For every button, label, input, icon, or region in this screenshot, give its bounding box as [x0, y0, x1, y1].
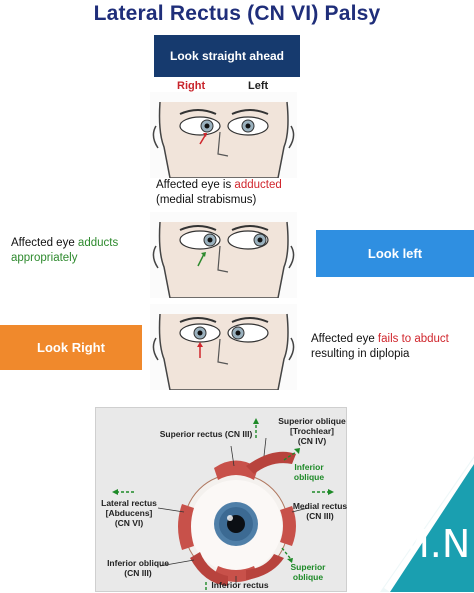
label-inferior-oblique-action-line2: oblique: [293, 472, 325, 482]
watermark-logo: [380, 456, 474, 592]
label-inferior-oblique-line2: (CN III): [124, 568, 152, 578]
caption-1-emph: adducted: [234, 179, 282, 191]
label-lateral-rectus-line1: Lateral rectus: [101, 498, 157, 508]
label-inferior-oblique-action: Inferior oblique: [286, 462, 332, 482]
label-superior-oblique-action-line2: oblique: [292, 572, 324, 582]
label-superior-rectus: Superior rectus (CN III): [159, 429, 253, 439]
right-eye-label: Right: [177, 80, 206, 92]
look-right-box: Look Right: [0, 325, 142, 370]
label-medial-rectus: Medial rectus (CN III): [292, 501, 348, 521]
caption-3-line2: resulting in diplopia: [311, 348, 410, 360]
look-left-box: Look left: [316, 230, 474, 277]
label-inferior-rectus: Inferior rectus: [211, 580, 269, 590]
caption-look-left: Affected eye adducts appropriately: [11, 236, 118, 266]
caption-2-emph: adducts: [77, 237, 119, 249]
caption-1-prefix: Affected eye is: [156, 179, 235, 191]
label-inferior-oblique-line1: Inferior oblique: [107, 558, 169, 568]
label-medial-rectus-line2: (CN III): [306, 511, 334, 521]
label-superior-oblique-nerve: Superior oblique [Trochlear] (CN IV): [276, 416, 348, 446]
extraocular-muscle-diagram: Superior rectus (CN III) Superior obliqu…: [95, 407, 347, 592]
label-lateral-rectus-line2: [Abducens]: [105, 508, 153, 518]
caption-3-emph: fails to abduct: [377, 333, 449, 345]
label-lateral-rectus-line3: (CN VI): [114, 518, 144, 528]
caption-1-line2: (medial strabismus): [156, 194, 257, 206]
label-inferior-oblique: Inferior oblique (CN III): [102, 558, 174, 578]
face-look-right: [150, 304, 297, 390]
face-straight-ahead: [150, 92, 297, 178]
watermark-text: M.N: [397, 522, 471, 566]
face-look-left: [150, 212, 297, 298]
page-title: Lateral Rectus (CN VI) Palsy: [93, 2, 381, 25]
look-straight-ahead-banner: Look straight ahead: [154, 35, 300, 77]
label-superior-oblique-action-line1: Superior: [290, 562, 326, 572]
label-lateral-rectus: Lateral rectus [Abducens] (CN VI): [98, 498, 160, 528]
caption-2-prefix: Affected eye: [11, 237, 78, 249]
caption-straight-ahead: Affected eye is adducted (medial strabis…: [156, 178, 282, 208]
left-eye-label: Left: [248, 80, 269, 92]
caption-2-line2: appropriately: [11, 252, 78, 264]
label-superior-oblique-line3: (CN IV): [297, 436, 327, 446]
label-medial-rectus-line1: Medial rectus: [292, 501, 348, 511]
label-inferior-oblique-action-line1: Inferior: [294, 462, 324, 472]
label-superior-oblique-action: Superior oblique: [282, 562, 334, 582]
label-superior-oblique-line1: Superior oblique: [278, 416, 346, 426]
eyeball-illustration: [112, 418, 334, 592]
label-superior-oblique-line2: [Trochlear]: [290, 426, 334, 436]
caption-3-prefix: Affected eye: [311, 333, 378, 345]
caption-look-right: Affected eye fails to abduct resulting i…: [311, 332, 449, 362]
